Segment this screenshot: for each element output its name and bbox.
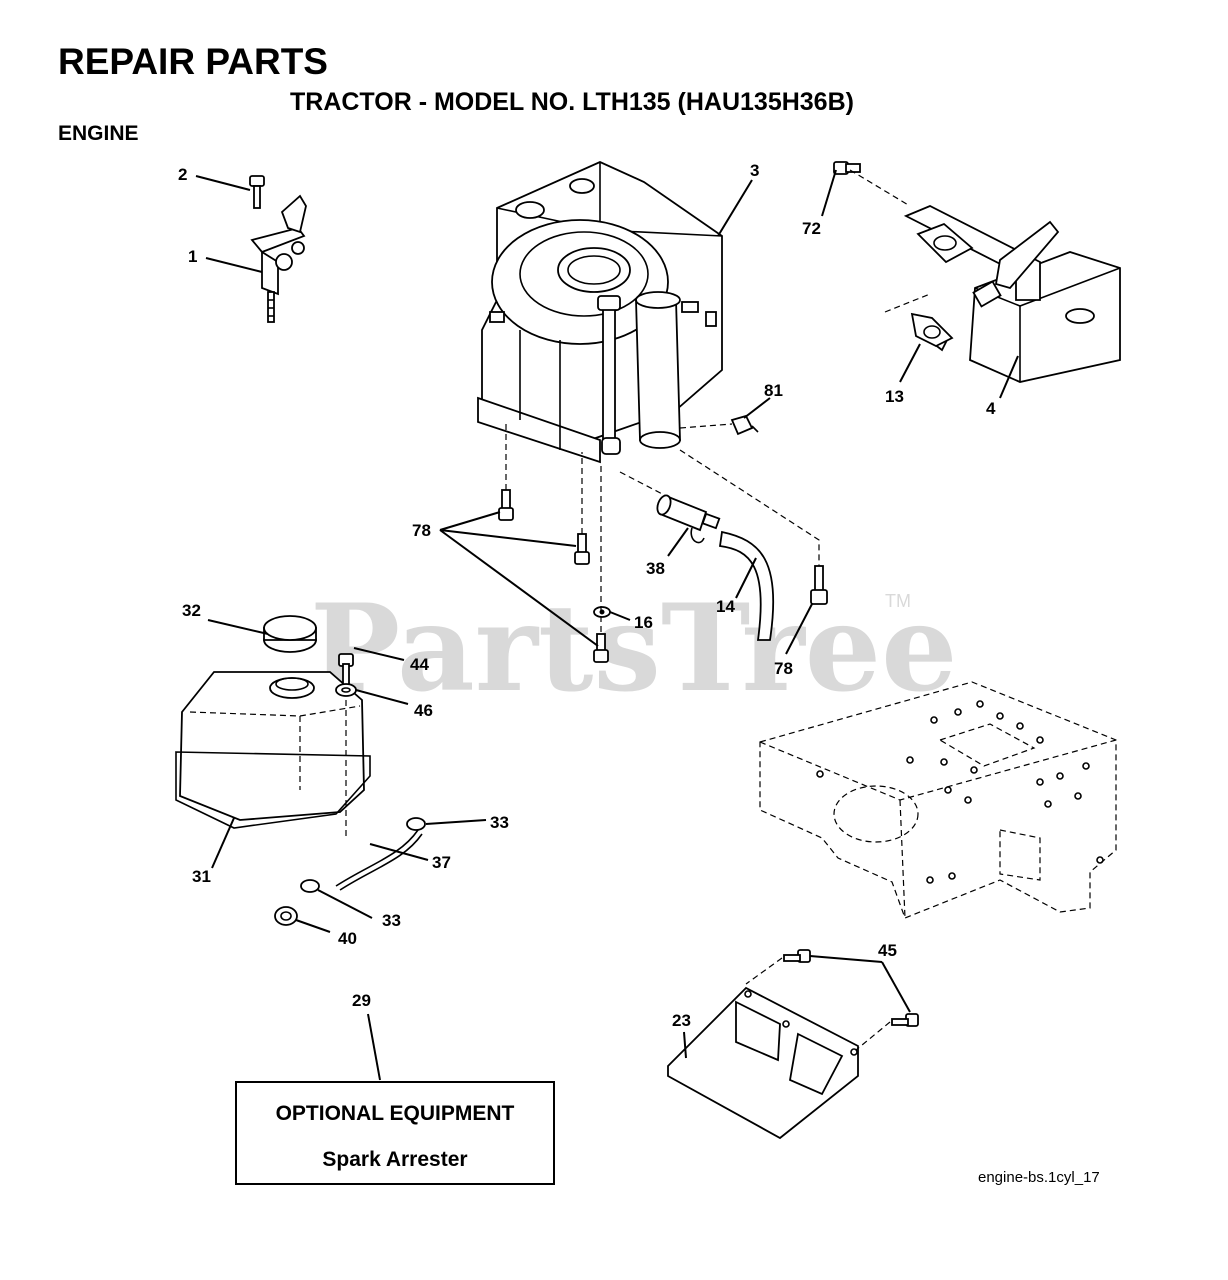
callout-37: 37 <box>432 853 451 872</box>
page-title: REPAIR PARTS <box>58 41 328 82</box>
fuel-cap-part-32 <box>263 615 317 653</box>
bolt-part-78-c <box>593 633 609 663</box>
callout-72: 72 <box>802 219 821 238</box>
figure-id: engine-bs.1cyl_17 <box>978 1169 1100 1186</box>
callout-38: 38 <box>646 559 665 578</box>
callout-45: 45 <box>878 941 897 960</box>
screw-part-2 <box>249 175 265 209</box>
fuel-hose-part-14 <box>718 530 775 641</box>
frame-holes <box>816 700 1104 884</box>
screw-part-44 <box>338 653 354 687</box>
callout-16: 16 <box>634 613 653 632</box>
callout-13: 13 <box>885 387 904 406</box>
callout-33-a: 33 <box>490 813 509 832</box>
callout-23: 23 <box>672 1011 691 1030</box>
washer-part-16 <box>593 606 611 618</box>
clamp-part-33-b <box>300 879 320 893</box>
optional-equipment-item: Spark Arrester <box>322 1148 467 1171</box>
tractor-frame <box>759 681 1117 919</box>
bolt-part-78-a <box>498 489 514 521</box>
bushing-part-40 <box>274 906 298 926</box>
spark-arrester-bracket-part-23 <box>667 986 859 1140</box>
bolt-part-78-b <box>574 533 590 565</box>
callout-3: 3 <box>750 161 759 180</box>
callout-1: 1 <box>188 247 197 266</box>
throttle-bracket-part <box>250 194 307 323</box>
nut-part-81 <box>730 414 759 436</box>
callout-81: 81 <box>764 381 783 400</box>
fuel-tank-part-31 <box>175 671 371 829</box>
callout-31: 31 <box>192 867 211 886</box>
gasket-part <box>916 222 974 264</box>
callout-40: 40 <box>338 929 357 948</box>
callout-29: 29 <box>352 991 371 1010</box>
callout-78-b: 78 <box>774 659 793 678</box>
washer-part-46 <box>335 683 357 697</box>
callout-33-b: 33 <box>382 911 401 930</box>
watermark-tm: TM <box>885 591 911 611</box>
gasket-part-13 <box>910 312 954 352</box>
optional-equipment-heading: OPTIONAL EQUIPMENT <box>276 1102 515 1125</box>
callout-2: 2 <box>178 165 187 184</box>
fuel-filter-part-38 <box>656 494 721 544</box>
callout-46: 46 <box>414 701 433 720</box>
callout-14: 14 <box>716 597 735 616</box>
clamp-part-33-a <box>406 817 426 831</box>
model-title: TRACTOR - MODEL NO. LTH135 (HAU135H36B) <box>290 88 854 116</box>
leader-lines <box>195 169 1019 1081</box>
screw-part-45-b <box>891 1013 919 1027</box>
fuel-line-part-37 <box>335 829 423 891</box>
screw-part-45-a <box>783 949 811 963</box>
callout-4: 4 <box>986 399 996 418</box>
callout-78-a: 78 <box>412 521 431 540</box>
bolt-part-72 <box>833 161 861 175</box>
optional-equipment-box: OPTIONAL EQUIPMENT Spark Arrester <box>235 1081 555 1185</box>
section-title: ENGINE <box>58 122 139 145</box>
callout-32: 32 <box>182 601 201 620</box>
watermark: PartsTree <box>310 578 957 719</box>
callout-44: 44 <box>410 655 429 674</box>
engine-part <box>477 161 723 464</box>
